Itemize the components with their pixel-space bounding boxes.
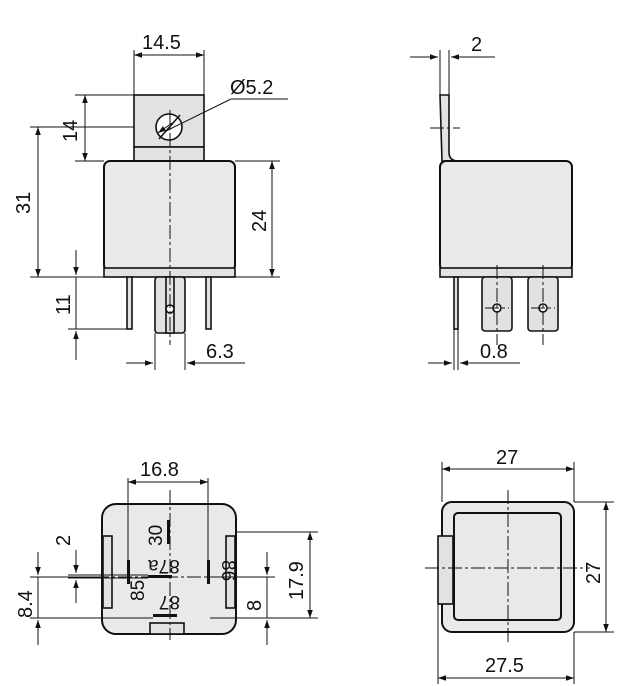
pin-slot-87 — [153, 614, 177, 617]
dim-offset-small: 2 — [53, 535, 75, 546]
side-base-plate — [439, 267, 573, 278]
dim-pin-thickness: 0.8 — [480, 341, 508, 363]
side-housing — [439, 160, 573, 272]
bottom-lug-bottom — [149, 622, 185, 635]
dim-tab-width: 14.5 — [142, 32, 181, 54]
dim-top-width: 27 — [496, 447, 518, 469]
dim-offset-right: 8 — [244, 600, 266, 611]
terminal-label-87a: 87a — [148, 555, 180, 576]
terminal-label-86: 86 — [217, 560, 238, 581]
side-pin-thin — [453, 276, 459, 330]
dim-pin-length: 11 — [53, 294, 75, 315]
terminal-label-87: 87 — [159, 591, 180, 612]
side-view: 2 0.8 — [410, 34, 573, 370]
top-bracket — [437, 535, 454, 605]
terminal-label-85: 85 — [128, 580, 149, 601]
dim-offset-left: 8.4 — [15, 590, 37, 618]
dim-pin-spacing-vertical: 17.9 — [286, 561, 308, 600]
bottom-view: 30 87a 86 85 87 16.8 2 8.4 8 17.9 — [15, 459, 318, 645]
dim-pin-width: 6.3 — [206, 341, 234, 363]
bottom-lug-left — [102, 535, 113, 609]
pin-slot-85 — [127, 560, 130, 584]
front-pin-left — [126, 276, 133, 330]
dim-body-height: 24 — [249, 210, 271, 232]
dim-bracket-thickness: 2 — [471, 34, 482, 56]
terminal-label-30: 30 — [146, 525, 167, 546]
dim-top-overall-width: 27.5 — [485, 655, 524, 677]
top-view: 27 27 27.5 — [425, 447, 614, 684]
pin-slot-30 — [167, 520, 170, 544]
dim-pin-spacing-horizontal: 16.8 — [140, 459, 179, 481]
front-tab-base — [133, 146, 205, 162]
pin-slot-86 — [207, 560, 210, 584]
front-view: Ø5.2 14.5 14 31 24 — [13, 32, 288, 370]
bottom-lug-right — [225, 535, 236, 609]
dim-tab-height: 14 — [60, 120, 82, 142]
front-pin-right — [205, 276, 212, 330]
dim-top-height: 27 — [583, 562, 605, 584]
dim-hole-diameter: Ø5.2 — [230, 77, 273, 99]
dim-total-height: 31 — [13, 192, 35, 214]
